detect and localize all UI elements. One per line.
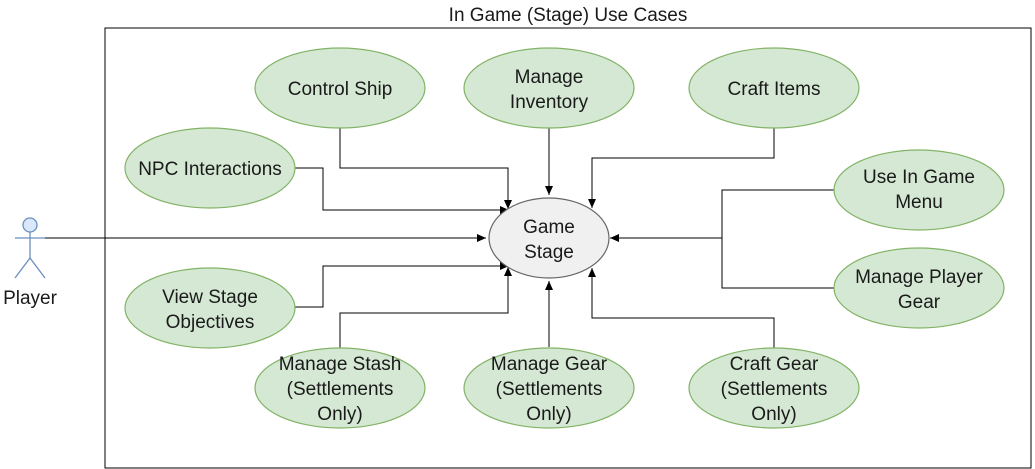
- use-case-npc-interactions[interactable]: NPC Interactions: [124, 127, 296, 209]
- use-case-craft-items[interactable]: Craft Items: [688, 47, 860, 129]
- use-in-game-menu-label-line-1: Use In Game: [863, 167, 975, 188]
- manage-gear-label-line-3: Only): [526, 404, 571, 425]
- manage-player-gear-label-line-2: Gear: [898, 292, 941, 313]
- use-case-manage-stash[interactable]: Manage Stash (Settlements Only): [254, 347, 426, 429]
- connector-manage-stash: [339, 267, 512, 348]
- use-case-manage-player-gear[interactable]: Manage Player Gear: [833, 247, 1005, 329]
- game-stage-node[interactable]: Game Stage: [488, 197, 610, 279]
- craft-items-label: Craft Items: [728, 79, 821, 100]
- use-case-craft-gear[interactable]: Craft Gear (Settlements Only): [688, 347, 860, 429]
- use-case-use-in-game-menu[interactable]: Use In Game Menu: [833, 149, 1005, 231]
- connector-view-stage-objectives: [295, 262, 509, 308]
- craft-gear-label-line-3: Only): [751, 404, 796, 425]
- connector-craft-gear: [588, 268, 775, 348]
- view-stage-objectives-label-line-1: View Stage: [162, 287, 258, 308]
- use-case-manage-gear[interactable]: Manage Gear (Settlements Only): [463, 347, 635, 429]
- diagram-title: In Game (Stage) Use Cases: [449, 5, 688, 26]
- craft-gear-label-line-2: (Settlements: [721, 379, 828, 400]
- game-stage-label-line-1: Game: [523, 217, 575, 238]
- npc-interactions-label: NPC Interactions: [138, 159, 282, 180]
- craft-gear-label-line-1: Craft Gear: [730, 354, 819, 375]
- connectors: [45, 127, 835, 348]
- connector-manage-player-gear: [721, 238, 835, 289]
- connector-control-ship: [339, 127, 512, 209]
- manage-stash-label-line-3: Only): [317, 404, 362, 425]
- manage-stash-label-line-1: Manage Stash: [279, 354, 402, 375]
- use-case-manage-inventory[interactable]: Manage Inventory: [463, 47, 635, 129]
- actor-head-icon: [22, 217, 38, 233]
- control-ship-label: Control Ship: [288, 79, 393, 100]
- view-stage-objectives-label-line-2: Objectives: [166, 312, 255, 333]
- game-stage-label-line-2: Stage: [524, 242, 574, 263]
- system-boundary: [104, 27, 1032, 469]
- manage-gear-label-line-2: (Settlements: [496, 379, 603, 400]
- manage-inventory-label-line-2: Inventory: [510, 92, 589, 113]
- use-in-game-menu-label-line-2: Menu: [895, 192, 943, 213]
- use-case-view-stage-objectives[interactable]: View Stage Objectives: [124, 267, 296, 349]
- actor-label: Player: [3, 288, 58, 309]
- connector-use-in-game-menu: [610, 189, 835, 242]
- player-actor[interactable]: Player: [3, 217, 58, 309]
- manage-gear-label-line-1: Manage Gear: [491, 354, 608, 375]
- manage-player-gear-label-line-1: Manage Player: [855, 267, 983, 288]
- use-case-control-ship[interactable]: Control Ship: [254, 47, 426, 129]
- manage-stash-label-line-2: (Settlements: [287, 379, 394, 400]
- connector-craft-items: [588, 128, 775, 208]
- manage-inventory-label-line-1: Manage: [515, 67, 584, 88]
- connector-npc-interactions: [295, 167, 509, 214]
